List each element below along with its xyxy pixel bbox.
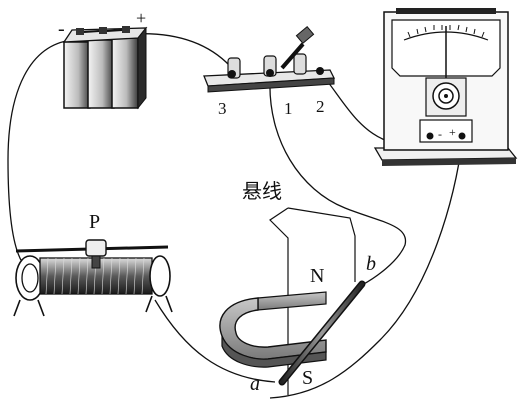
wire-battery-minus-to-rheostat — [7, 39, 73, 263]
suspension-threads — [269, 207, 356, 395]
battery-minus-label: - — [58, 18, 65, 40]
wire-switch-1-to-rod-b — [269, 79, 407, 286]
galvanometer: - + — [373, 8, 518, 166]
sliding-rheostat: P — [13, 211, 173, 317]
battery-pack: - + — [58, 8, 148, 110]
magnet-north-label: N — [310, 265, 324, 287]
u-shaped-magnet: N S — [219, 265, 327, 389]
rod-end-a-label: a — [250, 373, 260, 395]
meter-plus-label: + — [449, 125, 456, 139]
wire-battery-plus-to-switch-3 — [131, 33, 231, 67]
knife-switch: 3 1 2 — [203, 25, 336, 118]
wire-meter-plus-to-rod-a — [269, 135, 464, 399]
magnet-south-label: S — [302, 367, 313, 389]
switch-terminal-3-label: 3 — [218, 99, 227, 118]
rheostat-label-p: P — [89, 211, 100, 233]
suspension-thread-label: 悬线 — [242, 180, 282, 203]
meter-minus-label: - — [438, 127, 442, 141]
switch-terminal-1-label: 1 — [284, 99, 293, 118]
wire-rheostat-to-rod-a — [154, 299, 276, 383]
battery-plus-label: + — [136, 8, 146, 28]
switch-terminal-2-label: 2 — [316, 97, 325, 116]
metal-rod-ab: a b — [250, 253, 376, 395]
rod-end-b-label: b — [366, 253, 376, 275]
